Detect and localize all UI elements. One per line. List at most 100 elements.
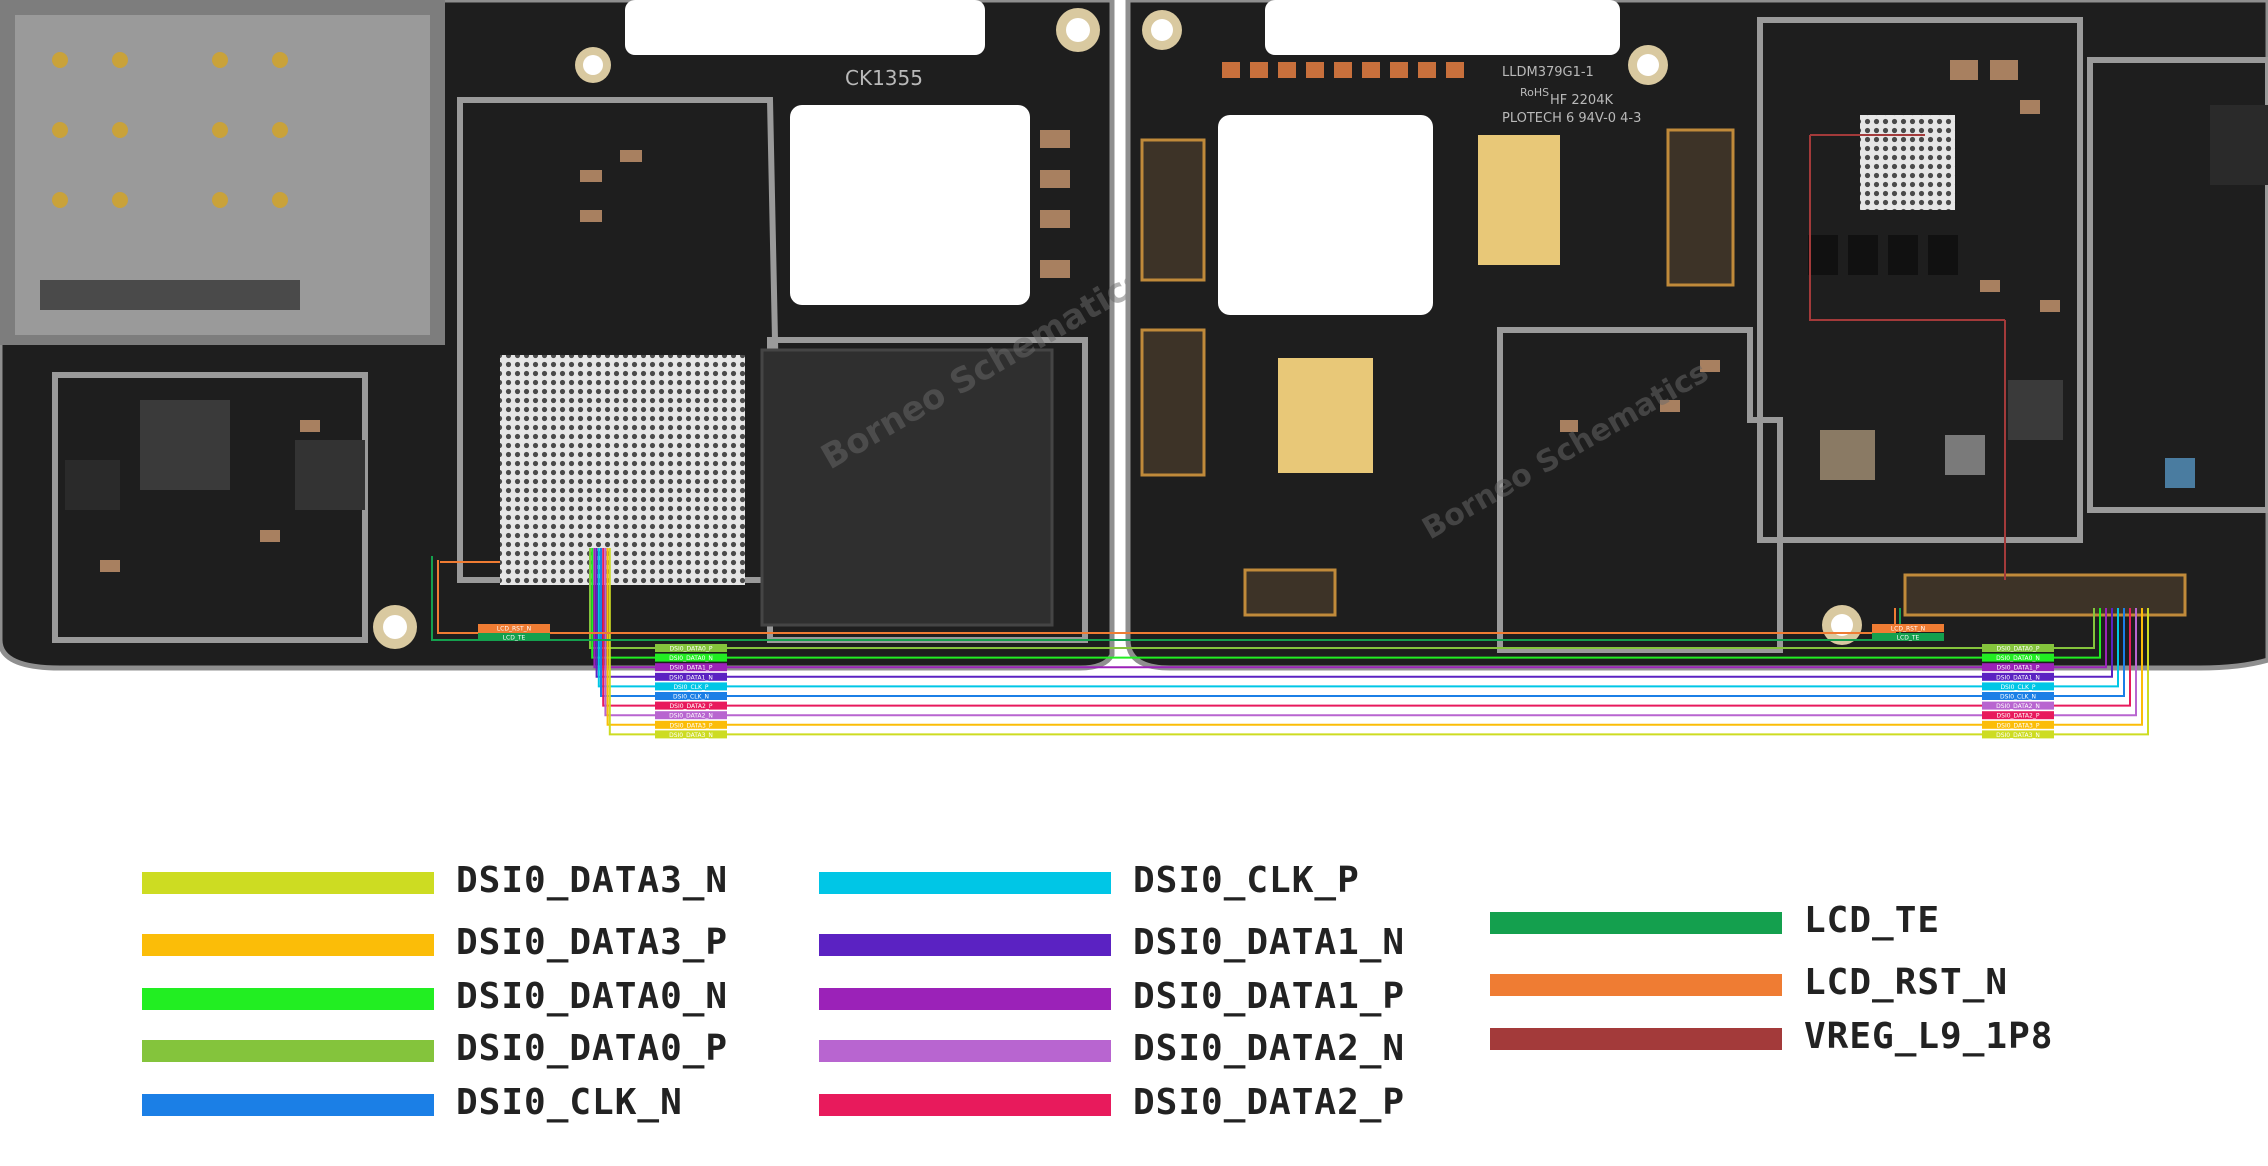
legend-label: DSI0_CLK_P bbox=[1133, 860, 1360, 901]
signal-trace bbox=[602, 548, 2131, 707]
legend-swatch bbox=[142, 988, 434, 1010]
net-tag: DSI0_CLK_N bbox=[1982, 692, 2054, 701]
net-tag: DSI0_DATA3_N bbox=[1982, 730, 2054, 739]
net-tag-label: DSI0_DATA1_N bbox=[669, 674, 713, 681]
net-tag-box bbox=[655, 672, 727, 681]
net-tag: DSI0_DATA0_N bbox=[655, 653, 727, 662]
net-tag-box bbox=[1872, 633, 1944, 641]
legend-swatch bbox=[1490, 1028, 1782, 1050]
legend-swatch bbox=[819, 934, 1111, 956]
net-tag-box bbox=[655, 720, 727, 729]
net-tag-label: DSI0_DATA3_P bbox=[670, 722, 713, 729]
net-tag-box bbox=[1982, 701, 2054, 710]
legend-label: DSI0_DATA0_N bbox=[456, 976, 729, 1017]
net-tag: DSI0_DATA1_N bbox=[1982, 672, 2054, 681]
net-tag-box bbox=[655, 711, 727, 720]
signal-trace bbox=[595, 548, 2113, 678]
net-tag: DSI0_DATA1_P bbox=[655, 663, 727, 672]
net-tag-box bbox=[1982, 720, 2054, 729]
net-tag-box bbox=[1982, 644, 2054, 652]
net-tag-label: LCD_RST_N bbox=[497, 626, 531, 633]
net-tag-label: LCD_TE bbox=[1897, 635, 1920, 642]
signal-trace bbox=[589, 548, 2095, 649]
net-tag-box bbox=[655, 701, 727, 710]
silkscreen-right-2: RoHS bbox=[1520, 86, 1549, 99]
net-tag-box bbox=[1982, 711, 2054, 720]
net-tag-box bbox=[655, 692, 727, 700]
legend-swatch bbox=[819, 872, 1111, 894]
legend-swatch bbox=[1490, 974, 1782, 996]
signal-trace bbox=[608, 548, 2149, 736]
signal-trace bbox=[593, 548, 2107, 669]
net-tag-box bbox=[1982, 692, 2054, 700]
silkscreen-right-4: PLOTECH 6 94V-0 4-3 bbox=[1502, 111, 1641, 126]
signal-trace bbox=[591, 548, 2101, 659]
net-tag: DSI0_DATA0_P bbox=[655, 644, 727, 653]
net-tag-label: DSI0_CLK_P bbox=[2000, 684, 2035, 691]
net-tag-label: DSI0_DATA3_P bbox=[1997, 722, 2040, 729]
legend-label: LCD_TE bbox=[1804, 900, 1941, 941]
connector-net-tags: DSI0_DATA0_PDSI0_DATA0_NDSI0_DATA1_PDSI0… bbox=[478, 624, 2054, 739]
net-tag-label: DSI0_DATA2_P bbox=[1997, 713, 2040, 720]
net-tag: DSI0_CLK_P bbox=[655, 682, 727, 691]
net-tag-label: DSI0_DATA3_N bbox=[669, 732, 713, 739]
net-tag-label: DSI0_DATA0_N bbox=[669, 655, 713, 662]
legend-label: DSI0_DATA0_P bbox=[456, 1028, 729, 1069]
net-tag: DSI0_DATA1_P bbox=[1982, 663, 2054, 672]
signal-trace bbox=[597, 548, 2119, 688]
net-tag: LCD_TE bbox=[478, 633, 550, 642]
net-tag-label: DSI0_DATA3_N bbox=[1996, 732, 2040, 739]
legend-label: DSI0_CLK_N bbox=[456, 1082, 683, 1123]
net-tag: DSI0_DATA3_P bbox=[1982, 720, 2054, 729]
legend-swatch bbox=[1490, 912, 1782, 934]
net-tag-box bbox=[1982, 730, 2054, 739]
net-tag-box bbox=[1982, 672, 2054, 681]
net-tag-box bbox=[478, 633, 550, 641]
net-tag-label: DSI0_DATA0_P bbox=[1997, 646, 2040, 653]
silkscreen-left: CK1355 bbox=[845, 66, 923, 90]
legend-label: DSI0_DATA1_N bbox=[1133, 922, 1406, 963]
net-tag-label: LCD_RST_N bbox=[1891, 626, 1925, 633]
legend-swatch bbox=[819, 988, 1111, 1010]
net-tag: DSI0_DATA2_P bbox=[1982, 711, 2054, 720]
net-tag-label: DSI0_DATA0_P bbox=[670, 646, 713, 653]
legend-swatch bbox=[142, 934, 434, 956]
net-tag: DSI0_DATA1_N bbox=[655, 672, 727, 681]
net-tag: LCD_RST_N bbox=[478, 624, 550, 633]
net-tag-label: LCD_TE bbox=[503, 635, 526, 642]
net-tag: DSI0_DATA0_P bbox=[1982, 644, 2054, 653]
legend-label: DSI0_DATA1_P bbox=[1133, 976, 1406, 1017]
net-tag-box bbox=[478, 624, 550, 632]
legend-label: DSI0_DATA3_P bbox=[456, 922, 729, 963]
legend-swatch bbox=[142, 1040, 434, 1062]
net-tag-label: DSI0_DATA1_P bbox=[1997, 665, 2040, 672]
signal-trace bbox=[437, 560, 1896, 634]
net-tag-label: DSI0_CLK_P bbox=[673, 684, 708, 691]
net-tag-label: DSI0_DATA1_N bbox=[1996, 674, 2040, 681]
silkscreen-right-1: LLDM379G1-1 bbox=[1502, 65, 1594, 80]
net-tag: DSI0_DATA0_N bbox=[1982, 653, 2054, 662]
silkscreen-right-3: HF 2204K bbox=[1550, 93, 1613, 108]
signal-trace bbox=[606, 548, 2143, 726]
net-tag-label: DSI0_DATA2_N bbox=[1996, 703, 2040, 710]
legend-label: VREG_L9_1P8 bbox=[1804, 1016, 2054, 1057]
net-tag: DSI0_DATA3_N bbox=[655, 730, 727, 739]
pcb-board-diagram: CK1355 Borneo Schematics bbox=[0, 0, 2268, 739]
net-tag: DSI0_CLK_N bbox=[655, 692, 727, 701]
net-tag-label: DSI0_DATA0_N bbox=[1996, 655, 2040, 662]
legend-swatch bbox=[142, 1094, 434, 1116]
legend-label: DSI0_DATA2_N bbox=[1133, 1028, 1406, 1069]
net-tag-box bbox=[1982, 682, 2054, 691]
legend-label: LCD_RST_N bbox=[1804, 962, 2009, 1003]
net-tag-box bbox=[1982, 653, 2054, 662]
net-tag-box bbox=[655, 682, 727, 691]
net-tag: LCD_TE bbox=[1872, 633, 1944, 642]
net-tag-label: DSI0_CLK_N bbox=[2000, 694, 2036, 701]
net-tag-box bbox=[1982, 663, 2054, 672]
net-tag-box bbox=[655, 730, 727, 739]
right-board-half: LLDM379G1-1 RoHS HF 2204K PLOTECH 6 94V-… bbox=[1125, 0, 2268, 671]
legend-label: DSI0_DATA3_N bbox=[456, 860, 729, 901]
net-tag-label: DSI0_CLK_N bbox=[673, 694, 709, 701]
net-tag: LCD_RST_N bbox=[1872, 624, 1944, 633]
signal-trace bbox=[604, 548, 2137, 717]
